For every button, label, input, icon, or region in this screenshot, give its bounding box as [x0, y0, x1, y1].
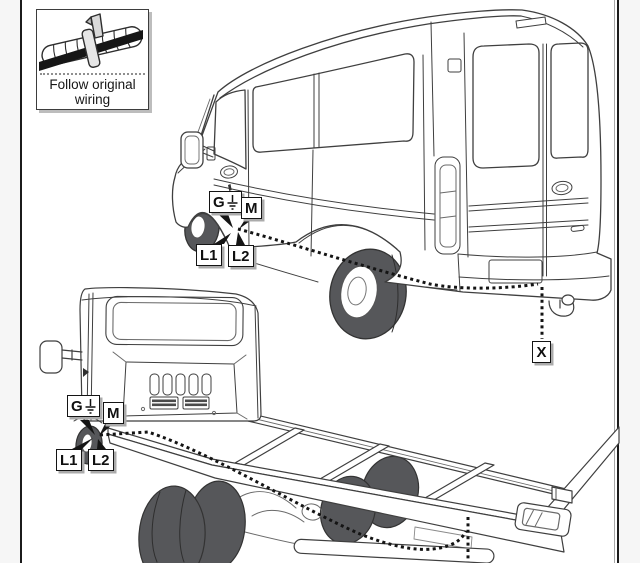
van-tow-hitch — [548, 294, 575, 317]
chassis-cab-illustration — [39, 287, 620, 563]
van-label-X: X — [532, 341, 551, 363]
van-label-L2: L2 — [228, 245, 254, 267]
van-rear-bumper — [424, 251, 610, 292]
cab-mirror — [39, 340, 83, 374]
van-side-window — [252, 53, 415, 153]
chassis-label-G: G — [67, 395, 100, 417]
van-front-door-window — [213, 89, 247, 170]
van-rear-door-handle — [570, 224, 585, 232]
van-rear-window-left — [472, 43, 540, 169]
van-brake-light — [515, 16, 547, 29]
wiring-route-dotted-lines — [99, 227, 544, 562]
van-taillight — [434, 156, 461, 255]
van-label-pointers — [214, 214, 254, 245]
van-door-hinge — [447, 58, 462, 73]
van-door-lock — [228, 184, 232, 191]
van-label-G: G — [209, 191, 242, 213]
page-border-right-inner — [614, 0, 615, 563]
cab-door-marker — [83, 368, 89, 377]
chassis-rail-route — [99, 430, 468, 551]
ground-symbol-icon — [227, 194, 238, 210]
ground-symbol-icon — [85, 398, 96, 414]
cab-rear-window — [105, 295, 244, 347]
van-mirror — [180, 131, 216, 169]
chassis-label-L1: L1 — [56, 449, 82, 471]
inset-divider — [40, 73, 145, 75]
cable-tie-icon — [39, 13, 143, 71]
van-rear-emblem — [551, 180, 573, 196]
cab-body — [79, 287, 262, 422]
chassis-near-wheels — [138, 480, 246, 563]
van-rear-window-right — [550, 42, 589, 159]
chassis-frame — [107, 412, 620, 553]
chassis-lower-member — [293, 538, 495, 563]
van-label-M: M — [241, 197, 262, 219]
page-margin-left — [0, 0, 20, 563]
chassis-label-L2: L2 — [88, 449, 114, 471]
page-border-right — [617, 0, 619, 563]
follow-wiring-note: Follow original wiring — [36, 9, 149, 110]
chassis-label-M: M — [103, 402, 124, 424]
chassis-label-pointers — [72, 420, 113, 449]
chassis-rear-lamp — [514, 502, 572, 537]
inset-caption: Follow original wiring — [49, 77, 136, 107]
page-margin-right — [619, 0, 640, 563]
cab-back-panel — [110, 351, 248, 422]
page-border-left — [20, 0, 22, 563]
van-label-L1: L1 — [196, 244, 222, 266]
van-door-emblem — [220, 165, 238, 179]
